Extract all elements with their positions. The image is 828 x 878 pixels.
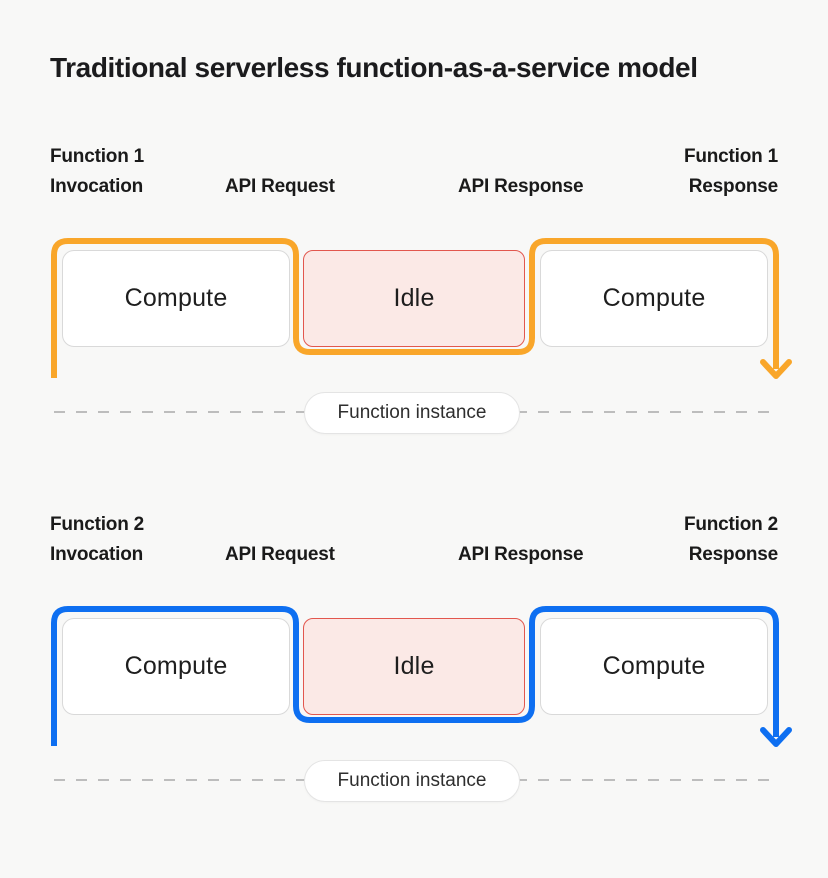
label-function1-response: Function 1 Response bbox=[684, 142, 778, 202]
function-1-timeline: Function 1 Invocation API Request API Re… bbox=[0, 142, 828, 442]
label-line: Invocation bbox=[50, 176, 144, 197]
arrow-down-icon bbox=[760, 359, 792, 379]
function-2-timeline: Function 2 Invocation API Request API Re… bbox=[0, 510, 828, 810]
compute-box-label: Compute bbox=[602, 284, 706, 312]
label-api-request: API Request bbox=[225, 544, 335, 565]
compute-box-label: Compute bbox=[124, 652, 228, 680]
flow-path bbox=[51, 238, 779, 378]
function-instance-label: Function instance bbox=[337, 770, 487, 791]
function-instance-pill: Function instance bbox=[304, 760, 520, 802]
label-api-request: API Request bbox=[225, 176, 335, 197]
label-line: Function 2 bbox=[50, 514, 145, 535]
idle-box: Idle bbox=[303, 618, 525, 715]
label-line: Response bbox=[688, 544, 778, 565]
label-line: Function 1 bbox=[683, 146, 778, 167]
compute-box-1: Compute bbox=[62, 250, 290, 347]
label-api-response: API Response bbox=[458, 544, 584, 565]
compute-box-label: Compute bbox=[124, 284, 228, 312]
function-instance-label: Function instance bbox=[337, 402, 487, 423]
compute-box-1: Compute bbox=[62, 618, 290, 715]
idle-box-label: Idle bbox=[393, 652, 435, 680]
idle-box: Idle bbox=[303, 250, 525, 347]
label-function2-response: Function 2 Response bbox=[684, 510, 778, 570]
label-api-response: API Response bbox=[458, 176, 584, 197]
idle-box-label: Idle bbox=[393, 284, 435, 312]
label-line: Function 1 bbox=[50, 146, 145, 167]
label-line: Function 2 bbox=[683, 514, 778, 535]
label-line: Response bbox=[688, 176, 778, 197]
label-line: Invocation bbox=[50, 544, 144, 565]
page-title: Traditional serverless function-as-a-ser… bbox=[50, 52, 698, 83]
arrow-down-icon bbox=[760, 727, 792, 747]
label-function1-invocation: Function 1 Invocation bbox=[50, 142, 144, 202]
label-function2-invocation: Function 2 Invocation bbox=[50, 510, 144, 570]
compute-box-label: Compute bbox=[602, 652, 706, 680]
function-instance-pill: Function instance bbox=[304, 392, 520, 434]
compute-box-2: Compute bbox=[540, 250, 768, 347]
flow-path bbox=[51, 606, 779, 746]
compute-box-2: Compute bbox=[540, 618, 768, 715]
